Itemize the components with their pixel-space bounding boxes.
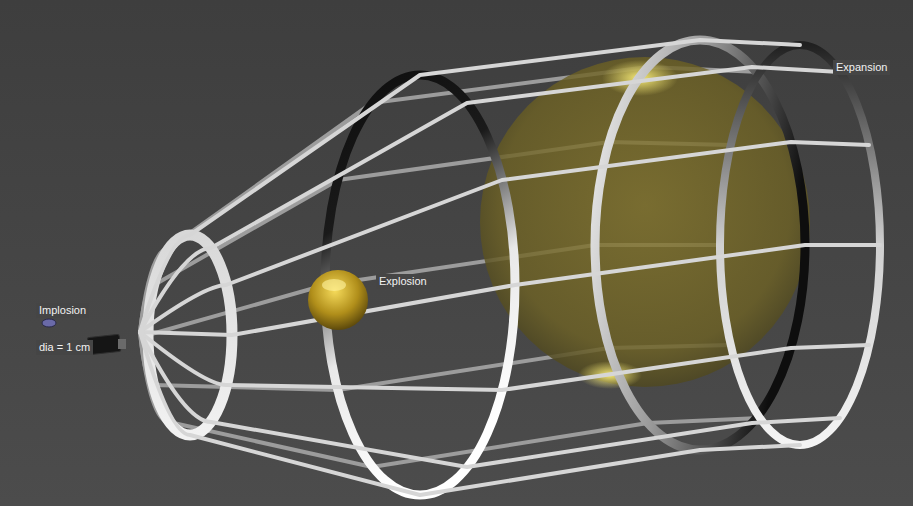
cage-rods-front [140,40,880,495]
cage-ring [595,40,805,450]
expansion-sphere [480,57,810,387]
part-label: Implosion [36,303,89,318]
part-label: Explosion [376,274,430,289]
target-chamber [118,339,126,349]
explosion-sphere [308,270,368,330]
part-label: dia = 1 cm [36,340,93,355]
part-label: Expansion [833,60,890,75]
sphere-highlight [322,279,346,291]
implosion-capsule [42,319,56,327]
